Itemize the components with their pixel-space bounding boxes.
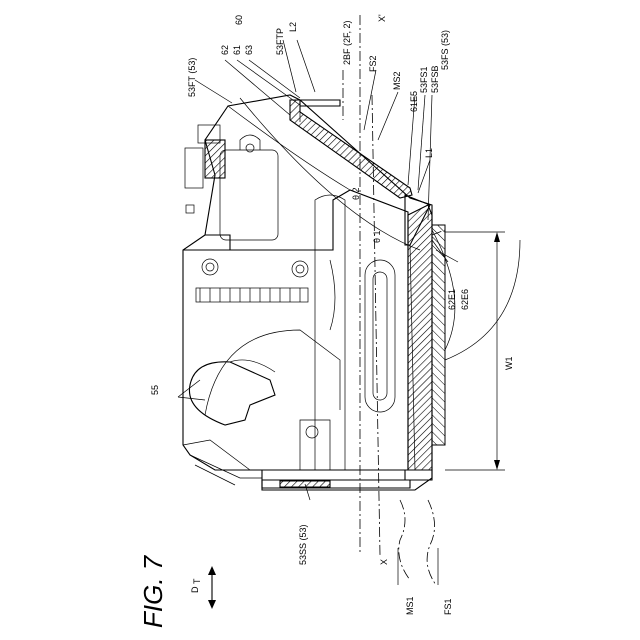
label-60: 60 [234, 15, 244, 25]
label-FS2: FS2 [368, 55, 378, 72]
label-55: 55 [150, 385, 160, 395]
figure-title: FIG. 7 [138, 554, 168, 628]
label-53FS1: 53FS1 [419, 66, 429, 93]
label-X: X [379, 559, 389, 565]
label-theta1: θ 1 [372, 230, 382, 243]
direction-label-subscript: T [192, 578, 202, 584]
front-side-wall [405, 195, 445, 480]
internal-details [183, 135, 395, 485]
label-MS2: MS2 [392, 71, 402, 90]
direction-label: D [190, 586, 200, 593]
label-61: 61 [232, 45, 242, 55]
label-61E5: 61E5 [409, 91, 419, 112]
bottom-plate-53SS [262, 480, 410, 488]
label-MS1: MS1 [405, 596, 415, 615]
label-63: 63 [244, 45, 254, 55]
component-55 [178, 360, 275, 425]
label-53FT: 53FT (53) [187, 58, 197, 97]
label-L2: L2 [288, 22, 298, 32]
label-L1: L1 [424, 148, 434, 158]
label-53FS: 53FS (53) [440, 30, 450, 70]
dimension-W1 [445, 232, 505, 470]
label-62E1: 62E1 [447, 289, 457, 310]
label-theta2: θ 2 [351, 187, 361, 200]
label-W1: W1 [504, 357, 514, 371]
label-62E6: 62E6 [460, 289, 470, 310]
direction-arrow-icon [208, 566, 216, 609]
label-53FTP: 53FTP [275, 28, 285, 55]
label-53SS: 53SS (53) [298, 524, 308, 565]
slanted-wall-61 [290, 100, 412, 198]
label-2BF: 2BF (2F, 2) [342, 20, 352, 65]
label-53FSB: 53FSB [430, 65, 440, 93]
front-top-frame [185, 125, 225, 213]
label-X-prime: X' [377, 14, 387, 22]
label-62: 62 [220, 45, 230, 55]
label-FS1: FS1 [443, 598, 453, 615]
